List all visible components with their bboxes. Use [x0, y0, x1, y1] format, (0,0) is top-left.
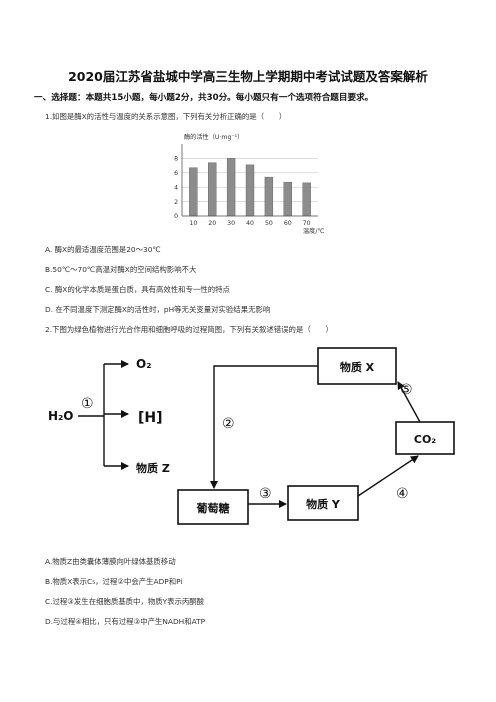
chart-bar-30 — [226, 158, 236, 217]
h2o-label: H₂O — [48, 409, 74, 423]
chart-y-tick-label: 4 — [174, 184, 178, 191]
arrow-x-to-glucose — [210, 365, 318, 489]
chart-bar-70 — [302, 182, 311, 217]
question-2-option-a: A.物质Z由类囊体薄膜向叶绿体基质移动 — [45, 557, 176, 566]
chart-y-tick-label: 6 — [174, 170, 178, 177]
question-1-option-b: B.50℃～70℃高温对酶X的空间结构影响不大 — [45, 265, 197, 274]
co2-label: CO₂ — [414, 433, 436, 446]
question-2-option-b: B.物质X表示C₅，过程②中会产生ADP和Pi — [45, 577, 183, 586]
arrow-co2-to-x — [397, 381, 421, 423]
process-5-label: ⑤ — [400, 382, 413, 398]
question-2-stem: 2.下图为绿色植物进行光合作用和细胞呼吸的过程简图，下列有关叙述错误的是（ ） — [45, 325, 333, 334]
o2-label: O₂ — [136, 357, 151, 371]
chart-x-tick-label: 30 — [227, 220, 235, 227]
chart-y-tick-label: 0 — [174, 213, 178, 220]
box-glucose — [177, 489, 249, 525]
chart-x-label: 温度/℃ — [303, 227, 324, 235]
question-1-stem: 1.如图是酶X的活性与温度的关系示意图，下列有关分析正确的是（ ） — [45, 112, 287, 121]
chart-bar-50 — [264, 176, 274, 217]
question-2-option-d: D.与过程④相比，只有过程③中产生NADH和ATP — [45, 617, 206, 626]
chart-y-tick-label: 8 — [174, 156, 178, 163]
photosynthesis-respiration-diagram: H₂O ① O₂ [H] 物质 Z 物质 X ② 葡萄糖 ③ 物质 Y ④ CO… — [48, 347, 455, 525]
box-co2 — [395, 421, 455, 455]
box-x — [317, 347, 397, 385]
process-2-label: ② — [222, 416, 235, 432]
process-1-label: ① — [81, 396, 94, 412]
chart-bar-60 — [283, 181, 292, 217]
chart-x-tick-label: 10 — [189, 220, 197, 227]
process-4-label: ④ — [396, 486, 409, 502]
chart-bar-40 — [245, 164, 255, 217]
glucose-label: 葡萄糖 — [196, 501, 230, 515]
chart-bars — [189, 158, 311, 217]
section-heading: 一、选择题：本题共15小题，每小题2分，共30分。每小题只有一个选项符合题目要求… — [34, 93, 374, 103]
enzyme-activity-chart: 10 20 30 40 50 60 70 0 2 4 6 8 酶的活性（U·mg⁻¹） 温度/℃ — [174, 133, 324, 235]
h-label: [H] — [138, 410, 163, 426]
chart-x-tick-label: 70 — [303, 220, 311, 227]
chart-bar-10 — [189, 167, 198, 217]
chart-x-tick-label: 20 — [208, 220, 216, 227]
chart-bar-20 — [208, 162, 217, 217]
question-2-option-c: C.过程③发生在细胞质基质中，物质Y表示丙酮酸 — [45, 597, 205, 606]
chart-x-tick-label: 40 — [246, 220, 254, 227]
chart-x-tick-label: 50 — [265, 220, 273, 227]
process-3-label: ③ — [259, 486, 272, 502]
y-label: 物质 Y — [306, 497, 341, 511]
question-1-option-d: D. 在不同温度下测定酶X的活性时，pH等无关变量对实验结果无影响 — [45, 305, 271, 314]
chart-x-tick-labels: 10 20 30 40 50 60 70 — [189, 220, 310, 227]
page-title: 2020届江苏省盐城中学高三生物上学期期中考试试题及答案解析 — [68, 69, 428, 84]
chart-y-tick-labels: 0 2 4 6 8 — [174, 156, 178, 221]
question-1-option-c: C. 酶X的化学本质是蛋白质，具有高效性和专一性的特点 — [45, 285, 230, 294]
question-1-option-a: A. 酶X的最适温度范围是20～30℃ — [45, 245, 161, 254]
arrow-y-to-co2 — [357, 455, 419, 497]
z-label: 物质 Z — [136, 461, 170, 475]
box-y — [287, 485, 359, 521]
chart-y-tick-label: 2 — [174, 199, 178, 206]
x-label: 物质 X — [340, 360, 375, 374]
chart-x-tick-label: 60 — [284, 220, 292, 227]
chart-y-label: 酶的活性（U·mg⁻¹） — [184, 133, 243, 141]
